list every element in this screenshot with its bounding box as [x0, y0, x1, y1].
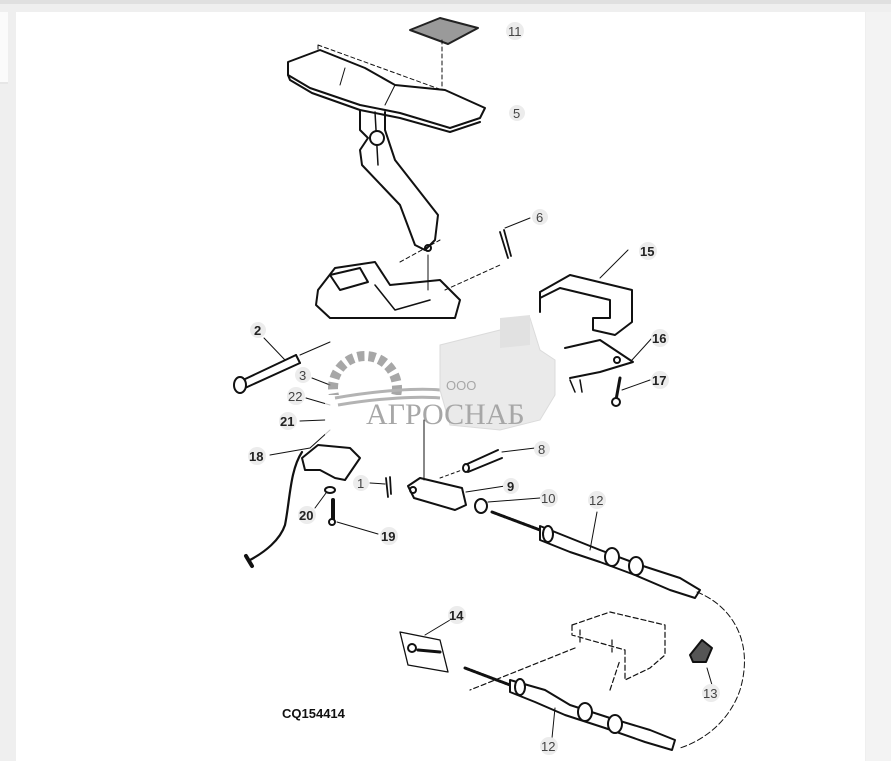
screw-17	[569, 376, 651, 407]
clamp-13	[689, 639, 713, 686]
svg-text:16: 16	[652, 331, 666, 346]
callout-15: 15	[639, 242, 657, 260]
pedal	[287, 49, 486, 252]
cable-12-lower	[463, 666, 676, 751]
svg-text:3: 3	[299, 368, 306, 383]
svg-text:2: 2	[254, 323, 261, 338]
callout-12-upper: 12	[588, 491, 606, 509]
bolt-19	[314, 492, 379, 535]
svg-text:11: 11	[508, 24, 522, 39]
watermark-prefix: ООО	[446, 378, 476, 393]
callout-3: 3	[295, 367, 311, 383]
callout-6: 6	[532, 209, 548, 225]
clevis-pin-8	[439, 447, 536, 479]
callouts: 1 2 3 5 6 8 9 10 11 12 12 13 14 15 16 17…	[248, 22, 720, 755]
agrosnab-watermark: ООО АГРОСНАБ	[325, 315, 556, 435]
figure-id: CQ154414	[282, 706, 346, 721]
callout-19: 19	[380, 527, 398, 545]
svg-text:12: 12	[589, 493, 603, 508]
svg-text:12: 12	[541, 739, 555, 754]
cotter-pin-6	[499, 229, 512, 259]
lower-bracket-dashed	[469, 611, 666, 691]
svg-text:20: 20	[299, 508, 313, 523]
callout-11: 11	[506, 22, 524, 40]
callout-9: 9	[503, 478, 519, 494]
pin-2	[233, 337, 331, 394]
plate-16	[564, 337, 653, 379]
callout-21: 21	[279, 412, 297, 430]
callout-2: 2	[250, 322, 266, 338]
svg-text:5: 5	[513, 106, 520, 121]
callout-18: 18	[248, 447, 266, 465]
svg-text:9: 9	[507, 479, 514, 494]
switch-bracket	[244, 444, 361, 568]
pedal-pad-rubber	[409, 17, 479, 45]
svg-text:14: 14	[449, 608, 464, 623]
svg-text:15: 15	[640, 244, 654, 259]
svg-text:17: 17	[652, 373, 666, 388]
callout-20: 20	[298, 506, 316, 524]
cable-12-upper	[490, 510, 745, 749]
svg-text:22: 22	[288, 389, 302, 404]
callout-1: 1	[353, 475, 369, 491]
svg-text:10: 10	[541, 491, 555, 506]
callout-10: 10	[540, 489, 558, 507]
cover-15	[539, 249, 633, 336]
switch-14	[399, 619, 451, 673]
cotter-pin-1	[369, 476, 392, 498]
svg-text:13: 13	[703, 686, 717, 701]
svg-text:8: 8	[538, 442, 545, 457]
callout-8: 8	[534, 441, 550, 457]
top-bar	[0, 0, 891, 4]
callout-14: 14	[448, 606, 466, 624]
svg-text:6: 6	[536, 210, 543, 225]
callout-22: 22	[287, 387, 305, 405]
callout-16: 16	[651, 329, 669, 347]
clevis-9	[407, 419, 506, 511]
watermark-brand: АГРОСНАБ	[366, 398, 525, 431]
svg-text:18: 18	[249, 449, 263, 464]
callout-13: 13	[702, 684, 720, 702]
washer-20	[324, 486, 336, 494]
svg-text:1: 1	[357, 476, 364, 491]
svg-text:21: 21	[280, 414, 294, 429]
gear-and-combine-harvester-icon	[325, 315, 556, 435]
pedal-bracket	[315, 239, 501, 319]
right-scroll-area	[866, 12, 891, 761]
left-side-panel	[0, 12, 8, 84]
svg-text:19: 19	[381, 529, 395, 544]
callout-17: 17	[651, 371, 669, 389]
nut-10	[474, 497, 541, 514]
callout-12-lower: 12	[540, 737, 558, 755]
callout-5: 5	[509, 105, 525, 121]
